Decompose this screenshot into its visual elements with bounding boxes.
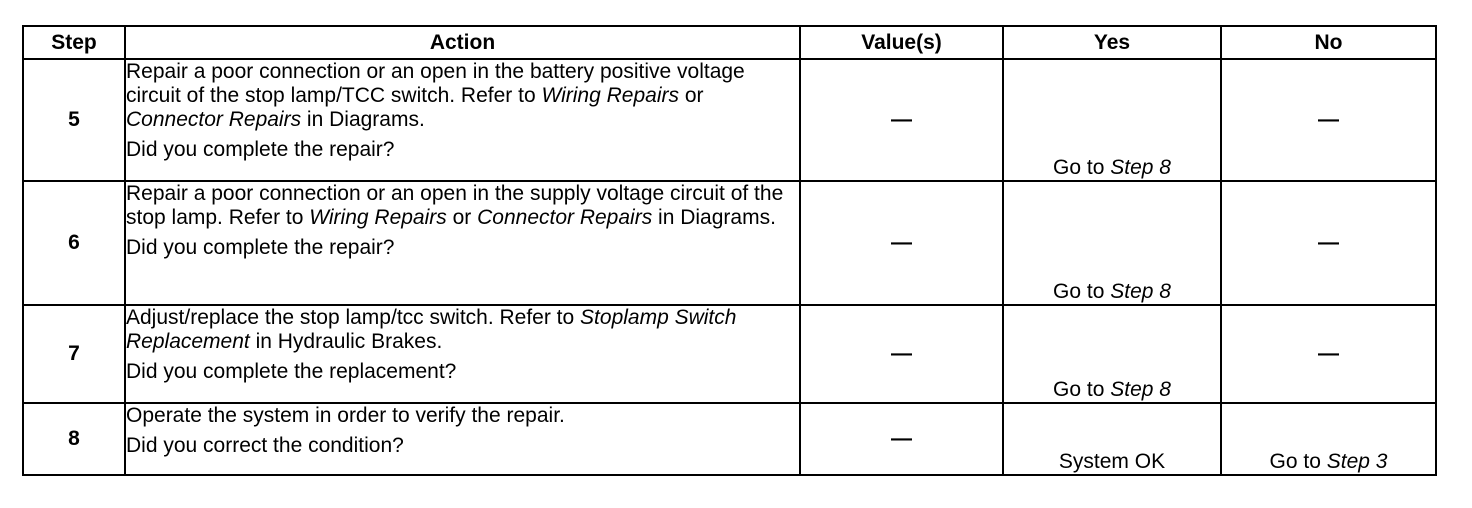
yes-step-reference: Step 8 <box>1110 156 1171 179</box>
table-row: 8 Operate the system in order to verify … <box>22 402 1437 476</box>
action-reference: Connector Repairs <box>126 108 302 131</box>
yes-cell: Go to Step 8 <box>1002 58 1222 182</box>
action-reference: Wiring Repairs <box>541 84 679 107</box>
action-reference: Wiring Repairs <box>309 206 447 229</box>
yes-text: Go to <box>1053 378 1111 401</box>
yes-step-reference: Step 8 <box>1110 280 1171 303</box>
action-question: Did you complete the replacement? <box>126 360 457 383</box>
action-text: or <box>678 84 704 107</box>
action-text: or <box>446 206 478 229</box>
action-cell: Operate the system in order to verify th… <box>124 402 801 476</box>
header-yes: Yes <box>1002 25 1222 60</box>
action-text: Repair a poor connection or an open in t… <box>126 60 745 107</box>
action-question: Did you complete the repair? <box>126 138 395 161</box>
no-text: Go to <box>1269 450 1327 473</box>
no-cell: — <box>1220 180 1437 306</box>
action-text: Adjust/replace the stop lamp/tcc switch.… <box>126 306 581 329</box>
value-cell: — <box>799 402 1004 476</box>
value-cell: — <box>799 180 1004 306</box>
action-text: in Diagrams. <box>301 108 425 131</box>
no-cell: Go to Step 3 <box>1220 402 1437 476</box>
no-cell: — <box>1220 58 1437 182</box>
table-row: 6 Repair a poor connection or an open in… <box>22 180 1437 306</box>
no-step-reference: Step 3 <box>1326 450 1388 473</box>
action-instruction: Adjust/replace the stop lamp/tcc switch.… <box>126 306 799 354</box>
action-reference: Connector Repairs <box>477 206 653 229</box>
header-action: Action <box>124 25 801 60</box>
action-question: Did you complete the repair? <box>126 236 395 259</box>
value-cell: — <box>799 304 1004 404</box>
no-cell: — <box>1220 304 1437 404</box>
yes-cell: Go to Step 8 <box>1002 180 1222 306</box>
yes-text: Go to <box>1053 280 1111 303</box>
action-cell: Repair a poor connection or an open in t… <box>124 180 801 306</box>
step-number: 7 <box>22 304 126 404</box>
header-values: Value(s) <box>799 25 1004 60</box>
yes-cell: System OK <box>1002 402 1222 476</box>
action-text: in Hydraulic Brakes. <box>249 330 443 353</box>
action-instruction: Operate the system in order to verify th… <box>126 404 565 427</box>
action-cell: Repair a poor connection or an open in t… <box>124 58 801 182</box>
action-instruction: Repair a poor connection or an open in t… <box>126 182 799 230</box>
header-step: Step <box>22 25 126 60</box>
yes-cell: Go to Step 8 <box>1002 304 1222 404</box>
action-instruction: Repair a poor connection or an open in t… <box>126 60 799 132</box>
yes-text: Go to <box>1053 156 1111 179</box>
action-cell: Adjust/replace the stop lamp/tcc switch.… <box>124 304 801 404</box>
action-reference: Stoplamp Switch Replacement <box>126 306 737 353</box>
action-question: Did you correct the condition? <box>126 434 404 457</box>
table-row: 5 Repair a poor connection or an open in… <box>22 58 1437 182</box>
diagnostic-table: Step Action Value(s) Yes No 5 Repair a p… <box>22 25 1437 476</box>
header-row: Step Action Value(s) Yes No <box>22 25 1437 60</box>
action-text: in Diagrams. <box>652 206 776 229</box>
step-number: 5 <box>22 58 126 182</box>
value-cell: — <box>799 58 1004 182</box>
yes-step-reference: Step 8 <box>1110 378 1171 401</box>
table-row: 7 Adjust/replace the stop lamp/tcc switc… <box>22 304 1437 404</box>
step-number: 8 <box>22 402 126 476</box>
header-no: No <box>1220 25 1437 60</box>
action-text: Repair a poor connection or an open in t… <box>126 182 784 229</box>
step-number: 6 <box>22 180 126 306</box>
